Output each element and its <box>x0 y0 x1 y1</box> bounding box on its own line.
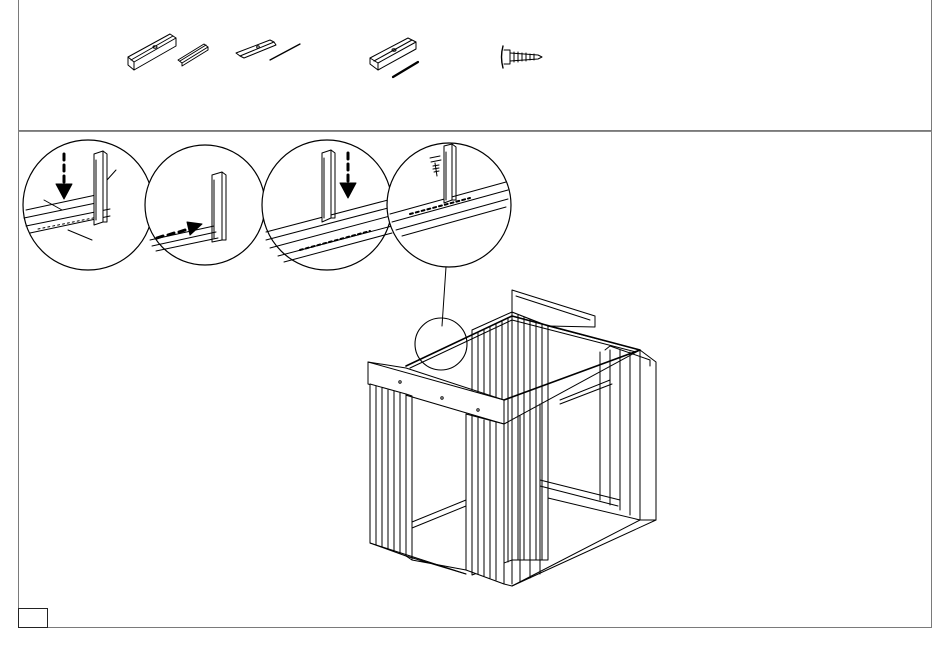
part-rail-with-bracket <box>128 34 208 70</box>
detail-circle-4 <box>387 143 511 267</box>
part-channel-with-rod <box>370 38 418 77</box>
detail-circle-3 <box>262 140 392 270</box>
callout-leader-line <box>442 267 446 326</box>
screw-icon <box>502 46 543 68</box>
detail-circle-2 <box>145 145 265 265</box>
part-angle-strip <box>236 40 300 60</box>
detail-circle-1 <box>23 140 153 270</box>
shed-assembly <box>368 290 656 586</box>
